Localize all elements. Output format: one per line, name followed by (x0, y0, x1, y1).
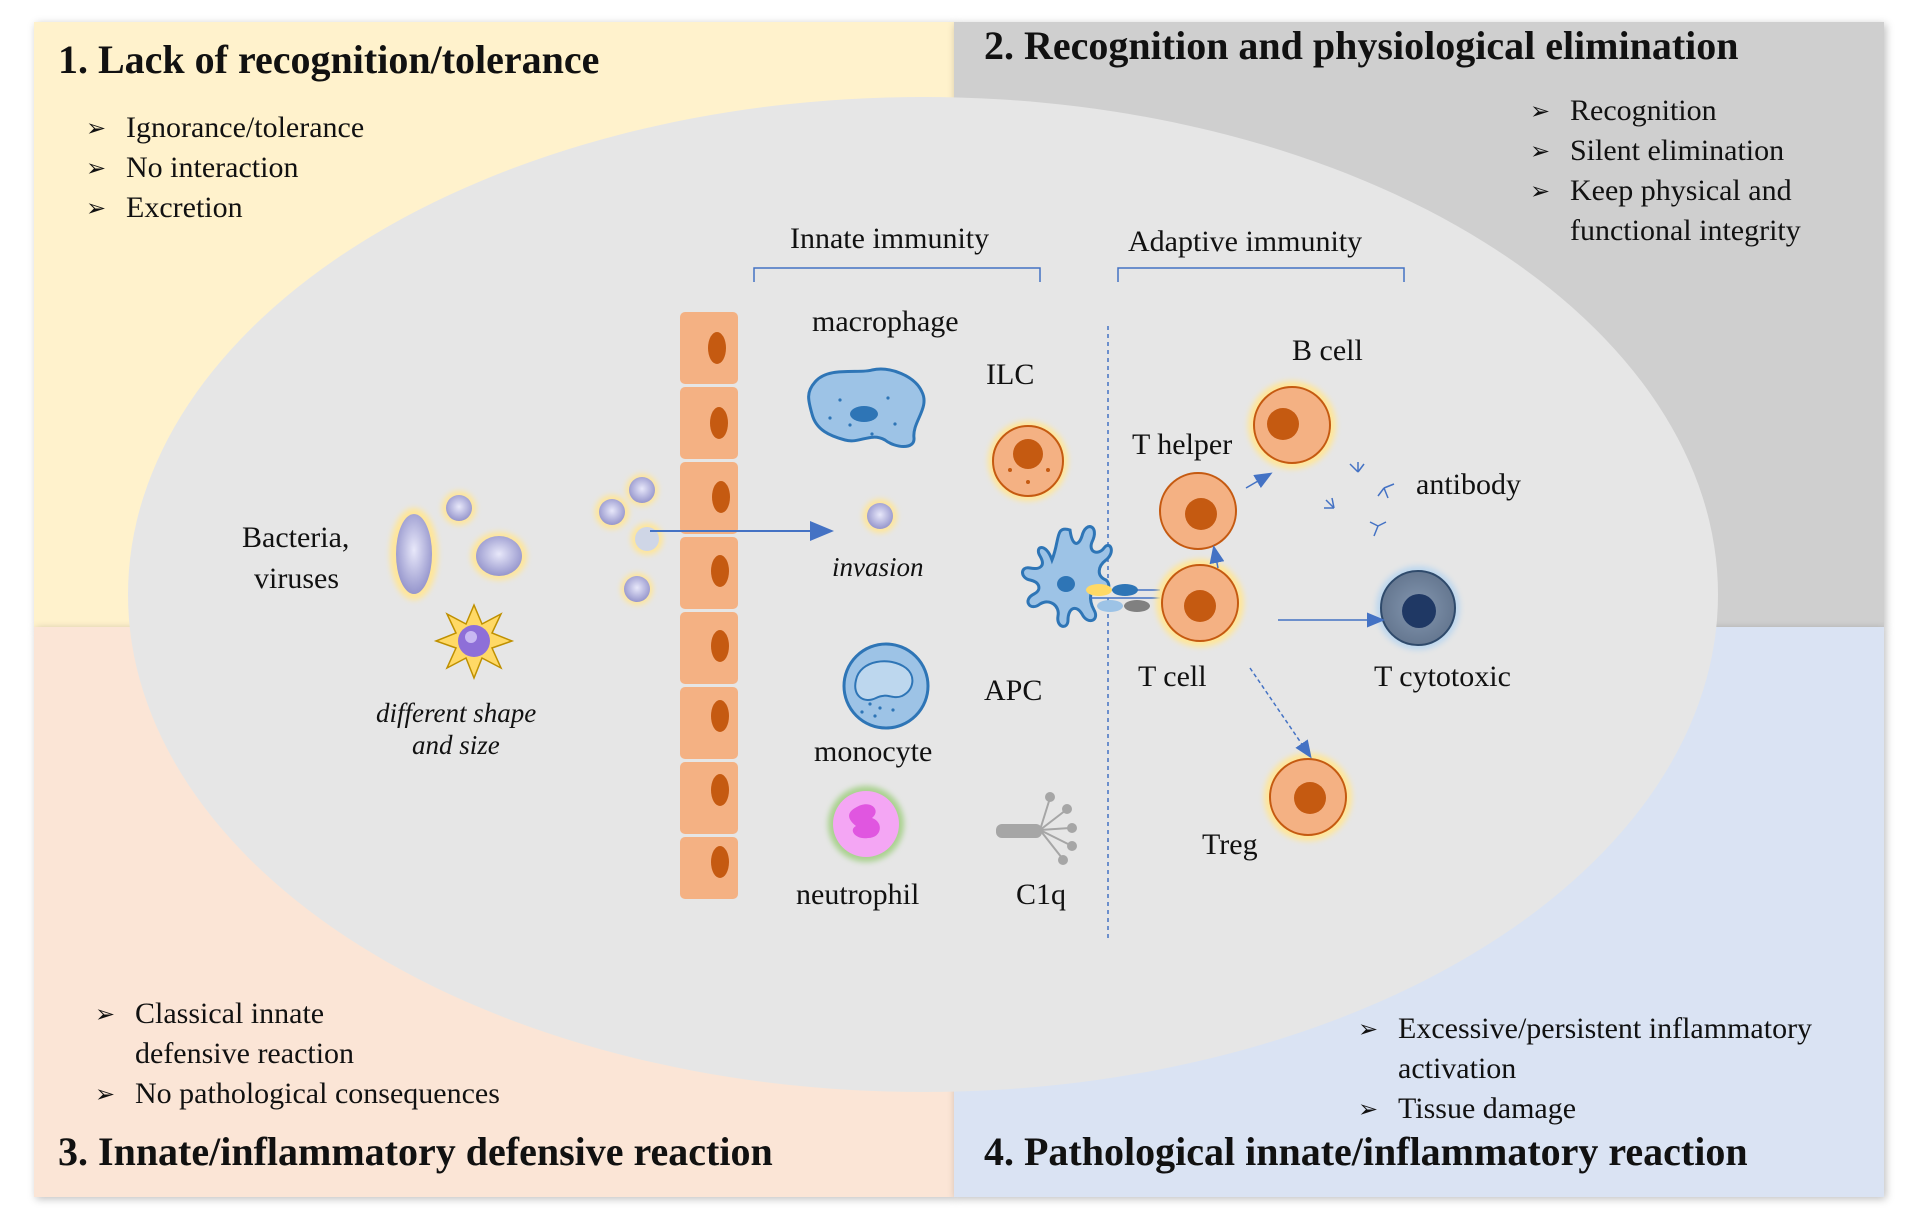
q4-item: Excessive/persistent inflammatory activa… (1358, 1009, 1878, 1089)
q1-title: 1. Lack of recognition/tolerance (58, 37, 600, 82)
epithelial-cell (680, 762, 738, 834)
tcell-to-thelper-arrow (1209, 545, 1225, 569)
q3-item: Classical innate defensive reaction (95, 994, 395, 1074)
t-helper-label: T helper (1132, 428, 1233, 461)
neutrophil-cell (828, 786, 904, 862)
virus-star-icon (433, 603, 515, 681)
ilc-cell (988, 421, 1068, 501)
apc-cell (1021, 525, 1113, 628)
epithelial-cell (680, 462, 738, 534)
t-cell-label: T cell (1138, 660, 1207, 693)
treg-label: Treg (1202, 828, 1258, 861)
q2-item: Recognition (1530, 91, 1830, 131)
microbe-group (390, 491, 527, 681)
t-helper-cell (1159, 472, 1237, 550)
q2-item: Silent elimination (1530, 131, 1830, 171)
viruses-label: viruses (254, 562, 339, 595)
thelper-to-bcell-arrow (1245, 472, 1273, 489)
q4-title: 4. Pathological innate/inflammatory reac… (984, 1129, 1748, 1174)
q1-bullet-list: Ignorance/tolerance No interaction Excre… (86, 108, 506, 228)
macrophage-cell (807, 367, 926, 448)
q4-bullet-list: Excessive/persistent inflammatory activa… (1358, 1009, 1878, 1129)
q4-item: Tissue damage (1358, 1089, 1878, 1129)
apc-label: APC (984, 674, 1043, 707)
epithelial-cell (680, 312, 738, 384)
c1q-label: C1q (1016, 878, 1067, 911)
invading-microbe (863, 499, 897, 533)
q2-title: 2. Recognition and physiological elimina… (984, 23, 1739, 68)
epithelial-cell (680, 687, 738, 759)
q3-bullet-list: Classical innate defensive reaction No p… (95, 994, 615, 1114)
t-cell (1156, 559, 1244, 647)
q1-item: Excretion (86, 188, 506, 228)
innate-bracket (753, 267, 1041, 282)
adaptive-immunity-header: Adaptive immunity (1128, 225, 1363, 258)
shape-label: different shape (376, 698, 537, 728)
epithelial-cell (680, 612, 738, 684)
epithelial-cell (680, 537, 738, 609)
q2-item: Keep physical and functional integrity (1530, 171, 1830, 251)
monocyte-label: monocyte (814, 735, 933, 768)
bacteria-label: Bacteria, (242, 521, 350, 554)
monocyte-cell (842, 642, 930, 730)
tcell-to-treg-arrow (1249, 667, 1312, 759)
immune-synapse (1086, 584, 1160, 612)
innate-immunity-header: Innate immunity (790, 222, 990, 255)
epithelial-barrier (680, 312, 738, 899)
q1-item: Ignorance/tolerance (86, 108, 506, 148)
invasion-label: invasion (832, 552, 924, 582)
antibody-icons (1324, 462, 1395, 537)
ilc-label: ILC (986, 358, 1035, 391)
t-cytotoxic-label: T cytotoxic (1374, 660, 1511, 693)
q1-item: No interaction (86, 148, 506, 188)
adaptive-bracket (1117, 267, 1405, 282)
treg-cell (1264, 753, 1352, 841)
q3-title: 3. Innate/inflammatory defensive reactio… (58, 1129, 773, 1174)
antibody-label: antibody (1416, 468, 1521, 501)
b-cell-label: B cell (1292, 334, 1363, 367)
neutrophil-label: neutrophil (796, 878, 920, 911)
epithelial-cell (680, 387, 738, 459)
t-cytotoxic-cell (1376, 566, 1460, 650)
c1q-molecule (996, 792, 1077, 865)
epithelial-cell (680, 837, 738, 899)
q2-bullet-list: Recognition Silent elimination Keep phys… (1530, 91, 1830, 251)
macrophage-label: macrophage (812, 305, 959, 338)
q3-item: No pathological consequences (95, 1074, 615, 1114)
b-cell (1248, 381, 1336, 469)
size-label: and size (412, 730, 500, 760)
microbe-cluster (595, 474, 663, 605)
